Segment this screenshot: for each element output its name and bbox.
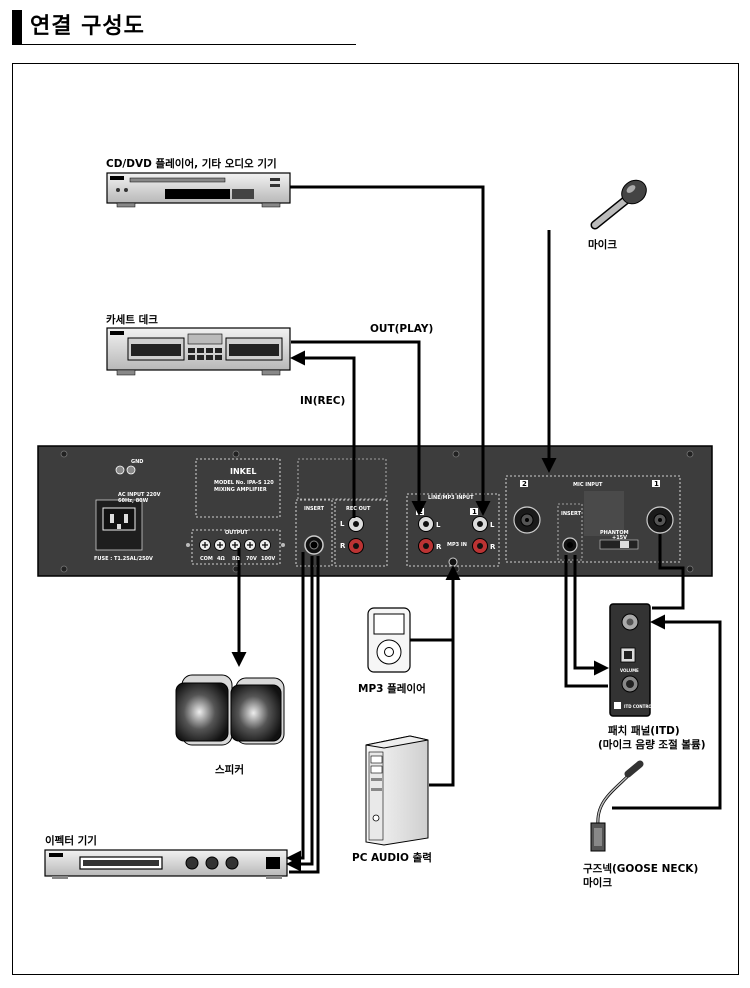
label-patch-panel-1: 패치 패널(ITD) (608, 725, 680, 737)
itd-volume: VOLUME (620, 668, 639, 673)
panel-line-l2: L (436, 521, 441, 529)
patch-panel-itd (609, 603, 651, 717)
speakers (175, 674, 285, 746)
amplifier-rear-panel (37, 445, 713, 577)
label-gooseneck-1: 구즈넥(GOOSE NECK) (583, 863, 699, 875)
panel-line-l1: L (490, 521, 495, 529)
panel-mic-ch1: 1 (654, 480, 659, 488)
panel-gnd: GND (131, 459, 143, 465)
panel-mp3-in: MP3 IN (447, 542, 467, 548)
label-patch-panel-2: (마이크 음량 조절 볼륨) (598, 739, 706, 751)
mp3-player (367, 607, 411, 673)
panel-model-sub: MIXING AMPLIFIER (214, 487, 267, 493)
title-rule (12, 44, 356, 45)
panel-ac-2: 60Hz, 80W (118, 498, 149, 504)
panel-brand: INKEL (230, 467, 256, 476)
label-speaker: 스피커 (215, 764, 244, 776)
label-gooseneck-2: 마이크 (583, 877, 612, 889)
panel-output: OUTPUT (225, 530, 248, 536)
panel-mic-ch2: 2 (522, 480, 527, 488)
panel-phantom: PHANTOM (600, 530, 629, 536)
panel-line-ch2: 2 (418, 508, 423, 516)
panel-line-input: LINE/MP3 INPUT (428, 495, 474, 501)
panel-out-70: 70V (246, 556, 257, 562)
panel-mic-input: MIC INPUT (573, 482, 603, 488)
pc-tower (365, 735, 429, 846)
page-title: 연결 구성도 (30, 14, 145, 39)
label-effector: 이펙터 기기 (45, 835, 97, 847)
panel-line-r2: R (436, 543, 442, 551)
effector-unit (44, 849, 288, 879)
handheld-mic (590, 179, 647, 230)
panel-out-8: 8Ω (232, 556, 240, 562)
label-pc: PC AUDIO 출력 (352, 852, 432, 864)
panel-rec-out: REC OUT (346, 506, 371, 512)
panel-rec-l: L (340, 520, 345, 528)
label-cd-player: CD/DVD 플레이어, 기타 오디오 기기 (106, 158, 277, 170)
cd-player (106, 172, 291, 208)
label-out-play: OUT(PLAY) (370, 323, 434, 335)
panel-ac-1: AC INPUT 220V (118, 492, 161, 498)
panel-line-r1: R (490, 543, 496, 551)
panel-mic-insert: INSERT (561, 511, 582, 517)
panel-fuse: FUSE : T1.25AL/250V (94, 556, 153, 562)
panel-model: MODEL No. IPA-S 120 (214, 480, 274, 486)
panel-out-4: 4Ω (217, 556, 225, 562)
label-cassette: 카세트 데크 (106, 314, 158, 326)
panel-phantom-v: +15V (612, 535, 627, 541)
gooseneck-mic (590, 760, 644, 852)
panel-out-com: COM (200, 556, 213, 562)
connection-lines (231, 185, 722, 874)
panel-rec-r: R (340, 542, 346, 550)
panel-insert: INSERT (304, 506, 325, 512)
itd-label: ITD CONTROL (624, 704, 655, 709)
label-mic: 마이크 (588, 239, 617, 251)
label-mp3: MP3 플레이어 (358, 683, 426, 695)
panel-line-ch1: 1 (472, 508, 477, 516)
panel-out-100: 100V (261, 556, 275, 562)
cassette-deck (106, 327, 291, 376)
title-bar (12, 10, 22, 44)
label-in-rec: IN(REC) (300, 395, 346, 407)
diagram-frame (12, 63, 739, 975)
panel-labels: AC INPUT 220V 60Hz, 80W FUSE : T1.25AL/2… (94, 459, 659, 709)
